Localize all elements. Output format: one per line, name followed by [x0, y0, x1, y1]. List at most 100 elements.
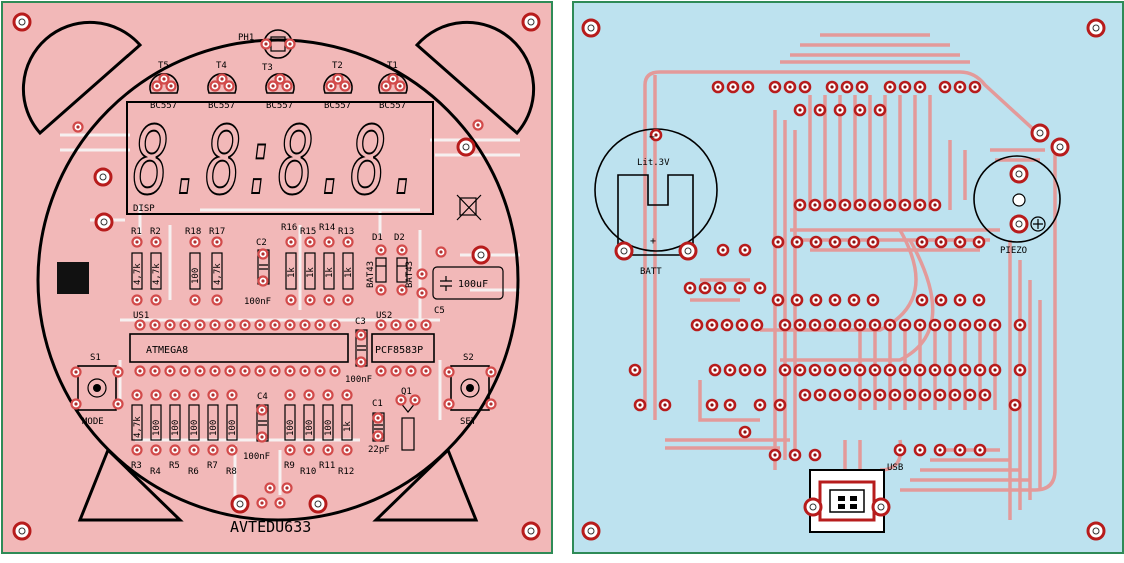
- transistor-name: T3: [262, 63, 273, 73]
- resistor-name: R2: [150, 227, 161, 237]
- resistor-value: 4,7k: [213, 263, 223, 285]
- resistor-name: R10: [300, 467, 316, 477]
- transistor-t2: T2 BC557: [323, 61, 353, 111]
- resistor-r7: 100 R7: [207, 389, 219, 471]
- resistor-r4: 100 R4: [150, 389, 162, 477]
- resistor-name: R15: [300, 227, 316, 237]
- capacitor-value: 22pF: [368, 445, 390, 455]
- transistor-part: BC557: [208, 101, 235, 111]
- ic-us2: US2 PCF8583P: [371, 311, 435, 377]
- resistor-r6: 100 R6: [188, 389, 200, 477]
- capacitor-c1: C1 22pF: [368, 399, 390, 455]
- capacitor-value: 100uF: [458, 279, 488, 290]
- resistor-value: 1k: [344, 267, 354, 278]
- mount-hole: [521, 521, 541, 541]
- switch-name: S2: [463, 353, 474, 363]
- resistor-value: 1k: [287, 267, 297, 278]
- resistor-r16: R16 1k: [281, 223, 297, 306]
- weee-bin-icon: [456, 194, 482, 221]
- resistor-r12: 1k R12: [338, 389, 354, 477]
- resistor-value: 4,7k: [152, 263, 162, 285]
- resistor-value: 1k: [325, 267, 335, 278]
- resistor-name: R12: [338, 467, 354, 477]
- capacitor-name: C4: [257, 392, 268, 402]
- resistor-value: 100: [324, 420, 334, 436]
- capacitor-name: C1: [372, 399, 383, 409]
- diode-d2: D2 BAT43: [394, 233, 415, 296]
- resistor-r3: 4,7k R3: [131, 389, 143, 471]
- resistor-value: 100: [152, 420, 162, 436]
- resistors-bottom: 4,7k R3 100 R4 100 R5 100 R6: [131, 389, 354, 477]
- capacitor-c3: C3 100nF: [345, 317, 372, 385]
- board-name: AVTEDU633: [230, 518, 311, 536]
- crystal-name: Q1: [401, 387, 412, 397]
- mount-hole: [12, 12, 32, 32]
- resistor-value: 100: [228, 420, 238, 436]
- resistor-name: R18: [185, 227, 201, 237]
- diode-part: BAT43: [366, 261, 376, 288]
- diode-name: D2: [394, 233, 405, 243]
- mount-hole: [12, 521, 32, 541]
- switch-s1: S1 MODE: [70, 353, 124, 427]
- resistor-value: 1k: [306, 267, 316, 278]
- resistor-r8: 100 R8: [226, 389, 238, 477]
- clock-outline: [21, 20, 536, 522]
- transistor-t4: T4 BC557: [207, 61, 237, 111]
- transistor-part: BC557: [379, 101, 406, 111]
- transistor-t3: T3 BC557: [262, 63, 295, 111]
- resistor-name: R1: [131, 227, 142, 237]
- top-board-outline: [1, 1, 553, 554]
- transistor-name: T2: [332, 61, 343, 71]
- black-marker: [57, 262, 89, 294]
- transistor-t5: T5 BC557: [149, 61, 179, 111]
- resistor-r14: R14 1k: [319, 223, 335, 306]
- resistor-value: 100: [190, 420, 200, 436]
- resistor-name: R7: [207, 461, 218, 471]
- resistor-value: 4,7k: [133, 263, 143, 285]
- resistors-top: R1 4,7k R2 4,7k R18 100 R17 4,7k: [131, 223, 354, 306]
- resistor-r18: R18 100: [185, 227, 201, 306]
- capacitor-c2: C2 100nF: [244, 238, 271, 307]
- capacitor-value: 100nF: [345, 375, 372, 385]
- usb-connector: USB: [803, 463, 903, 533]
- resistor-value: 4,7k: [133, 416, 143, 438]
- resistor-name: R3: [131, 461, 142, 471]
- top-traces: [60, 133, 520, 500]
- resistor-value: 100: [286, 420, 296, 436]
- resistor-name: R16: [281, 223, 297, 233]
- ph1-label: PH1: [238, 33, 254, 43]
- diode-d1: D1 BAT43: [366, 233, 387, 296]
- switch-label: SET: [460, 417, 477, 427]
- piezo-buzzer: PIEZO: [973, 155, 1061, 256]
- resistor-r5: 100 R5: [169, 389, 181, 471]
- transistor-t1: T1 BC557: [378, 61, 408, 111]
- photo-resistor: PH1: [238, 29, 296, 59]
- resistor-r11: 100 R11: [319, 389, 335, 471]
- resistor-value: 100: [209, 420, 219, 436]
- transistor-part: BC557: [324, 101, 351, 111]
- resistor-value: 1k: [343, 421, 353, 432]
- transistor-part: BC557: [266, 101, 293, 111]
- resistor-r15: R15 1k: [300, 227, 316, 306]
- switch-label: MODE: [82, 417, 104, 427]
- resistor-name: R4: [150, 467, 161, 477]
- display-label: DISP: [133, 204, 155, 214]
- resistor-name: R17: [209, 227, 225, 237]
- capacitor-c5: 100uF C5: [416, 246, 504, 316]
- resistor-value: 100: [305, 420, 315, 436]
- switch-s2: S2 SET: [443, 353, 497, 427]
- ic-name: US1: [133, 311, 149, 321]
- capacitor-value: 100nF: [244, 297, 271, 307]
- diode-part: BAT43: [405, 261, 415, 288]
- ic-us1: US1 ATMEGA8: [129, 311, 349, 377]
- capacitor-name: C3: [355, 317, 366, 327]
- led-display: DISP 8.8:8.8.: [126, 101, 434, 217]
- resistor-value: 100: [171, 420, 181, 436]
- resistor-r2: R2 4,7k: [150, 227, 162, 306]
- resistor-r13: R13 1k: [338, 227, 354, 306]
- bottom-board: − Lit.3V + BATT PIEZO: [572, 1, 1124, 554]
- resistor-r17: R17 4,7k: [209, 227, 225, 306]
- resistor-name: R14: [319, 223, 335, 233]
- resistor-name: R8: [226, 467, 237, 477]
- resistor-name: R6: [188, 467, 199, 477]
